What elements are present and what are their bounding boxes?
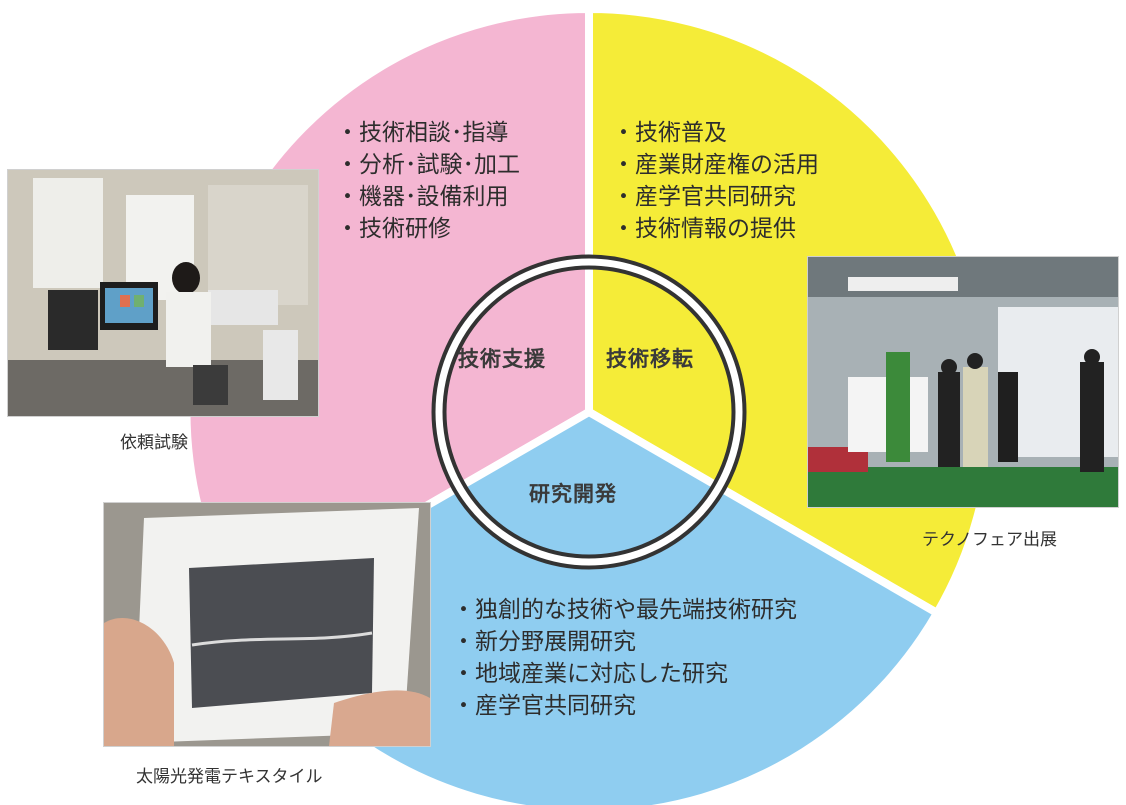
list-item: 産学官共同研究 bbox=[612, 181, 819, 213]
lab-testing-caption: 依頼試験 bbox=[120, 433, 188, 453]
transfer-label: 技術移転 bbox=[606, 347, 694, 371]
list-item: 産業財産権の活用 bbox=[612, 149, 819, 181]
list-item: 技術普及 bbox=[612, 117, 819, 149]
research-label: 研究開発 bbox=[529, 482, 617, 506]
solar-textile-caption: 太陽光発電テキスタイル bbox=[136, 767, 323, 787]
lab-testing-photo bbox=[8, 170, 318, 416]
list-item: 地域産業に対応した研究 bbox=[452, 658, 797, 690]
list-item: 技術相談･指導 bbox=[336, 117, 520, 149]
solar-textile-photo bbox=[104, 503, 430, 746]
techno-fair-photo bbox=[808, 257, 1118, 507]
list-item: 機器･設備利用 bbox=[336, 181, 520, 213]
list-item: 分析･試験･加工 bbox=[336, 149, 520, 181]
list-item: 独創的な技術や最先端技術研究 bbox=[452, 594, 797, 626]
list-item: 技術情報の提供 bbox=[612, 213, 819, 245]
research-list: 独創的な技術や最先端技術研究 新分野展開研究 地域産業に対応した研究 産学官共同… bbox=[452, 594, 797, 722]
transfer-list: 技術普及 産業財産権の活用 産学官共同研究 技術情報の提供 bbox=[612, 117, 819, 245]
center-ring-inner bbox=[435, 258, 743, 566]
list-item: 技術研修 bbox=[336, 213, 520, 245]
list-item: 新分野展開研究 bbox=[452, 626, 797, 658]
support-label: 技術支援 bbox=[458, 347, 546, 371]
techno-fair-caption: テクノフェア出展 bbox=[922, 530, 1057, 550]
support-list: 技術相談･指導 分析･試験･加工 機器･設備利用 技術研修 bbox=[336, 117, 520, 245]
list-item: 産学官共同研究 bbox=[452, 690, 797, 722]
